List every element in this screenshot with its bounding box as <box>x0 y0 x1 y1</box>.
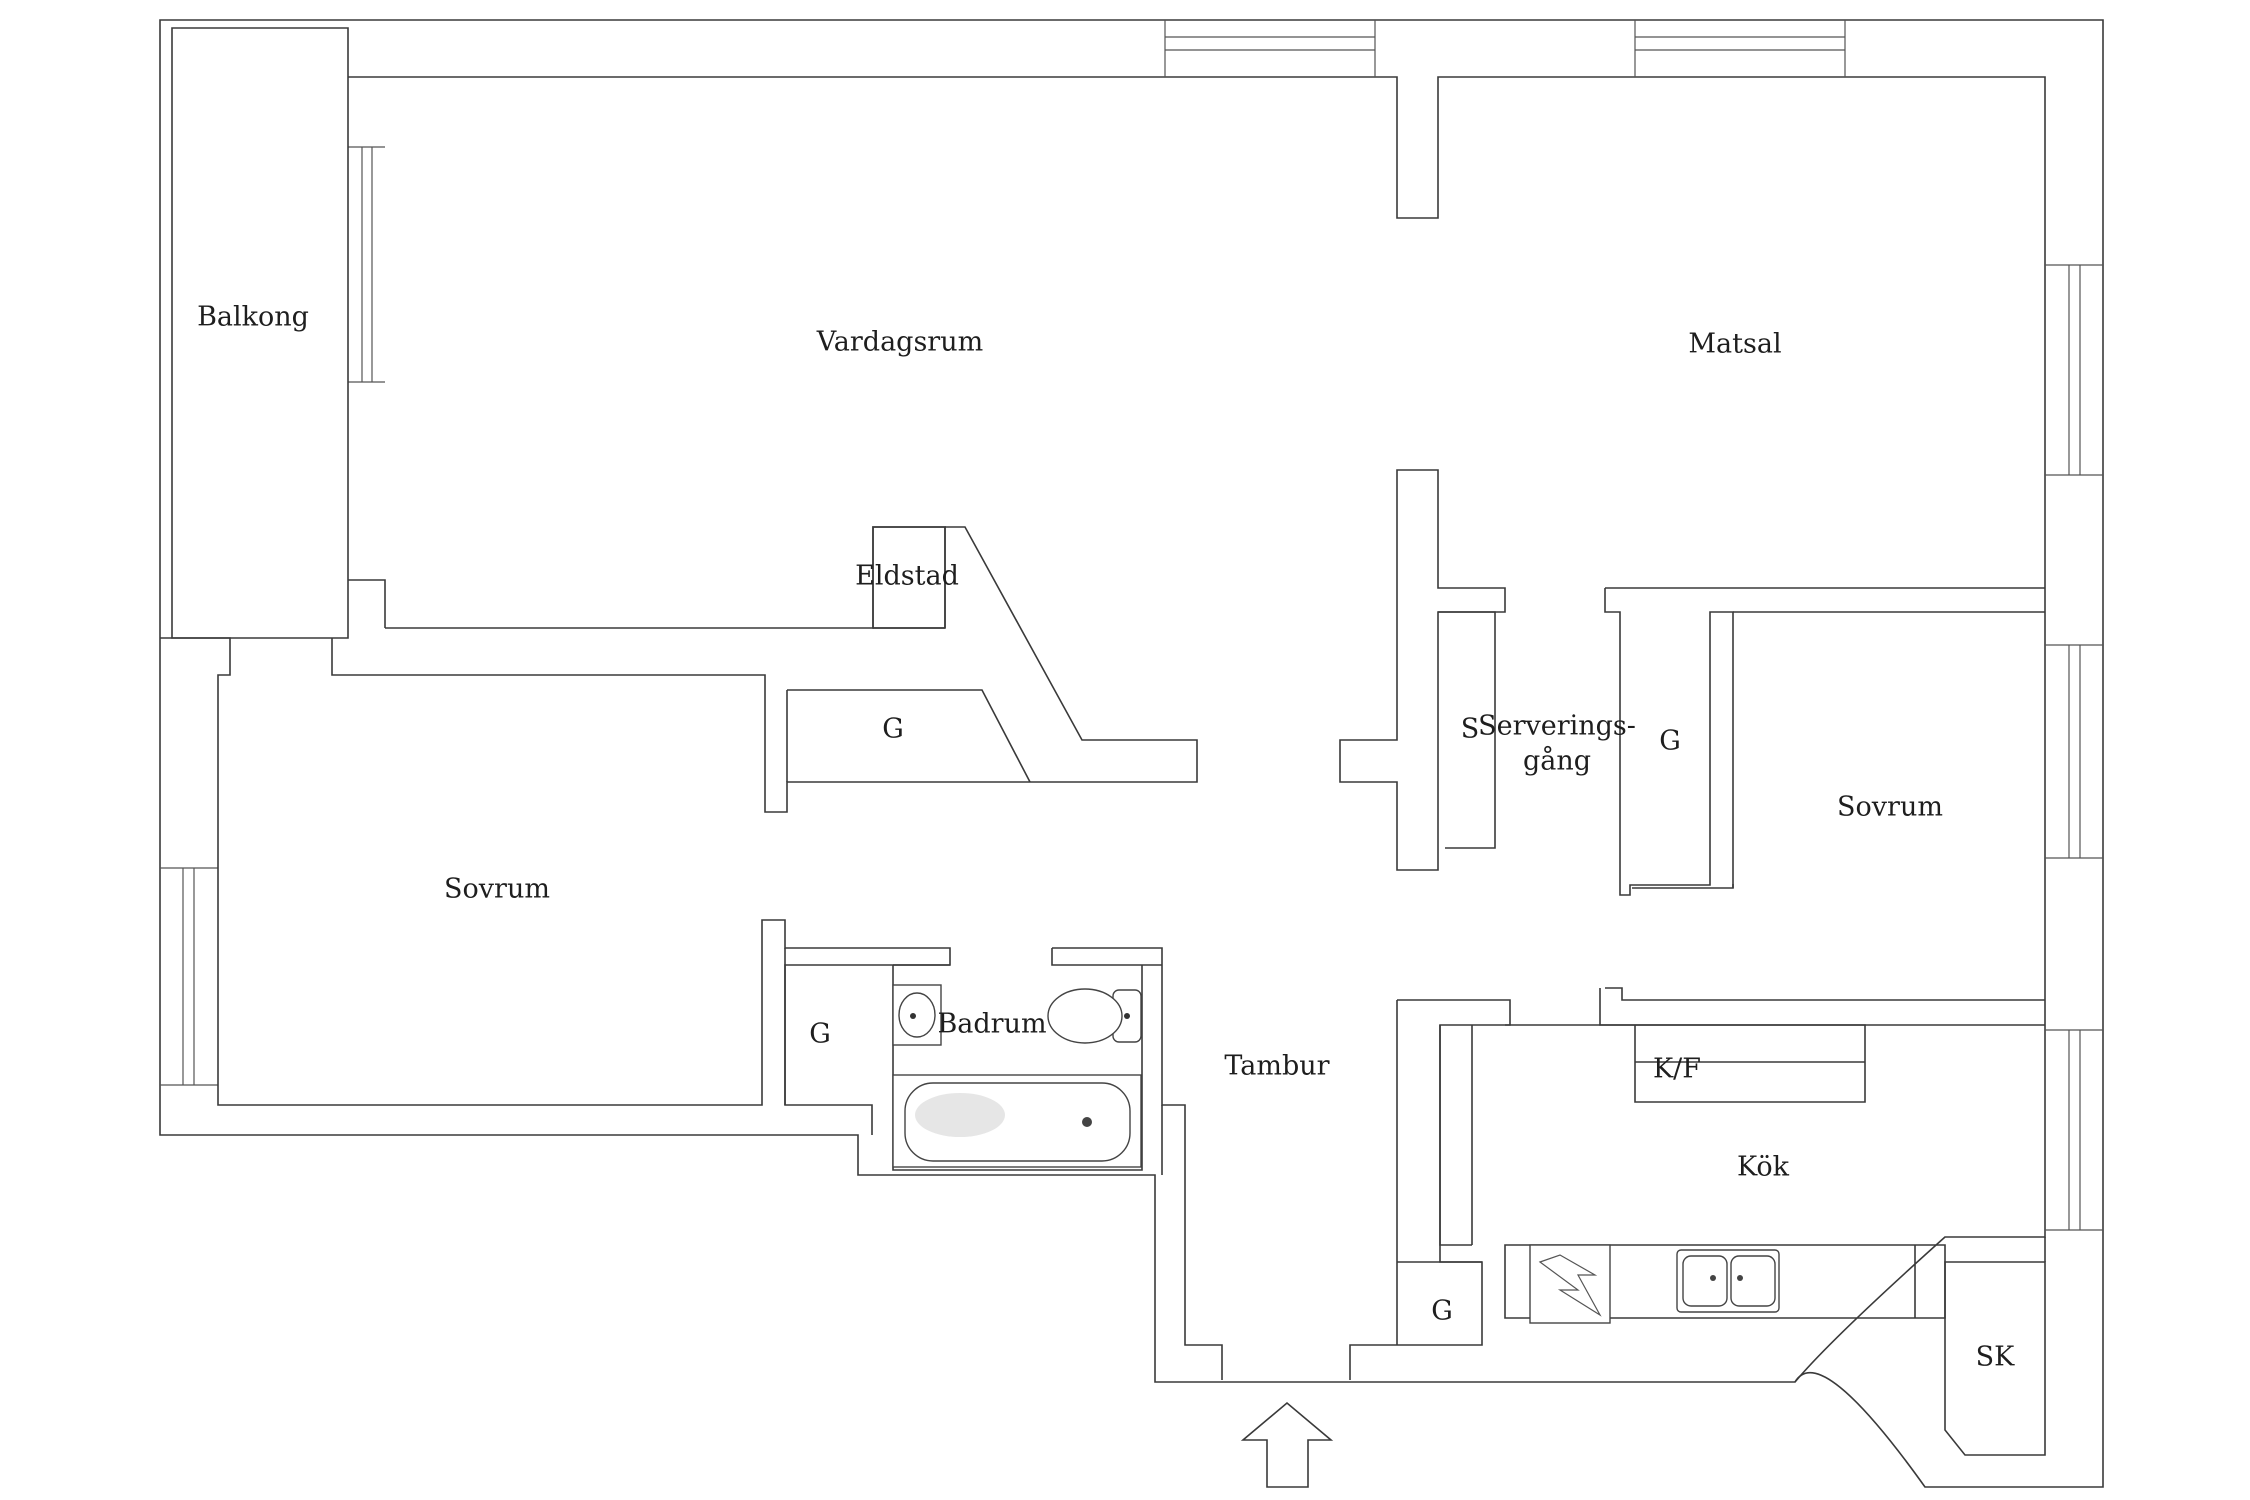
label-bedroom-east: Sovrum <box>1837 792 1943 823</box>
label-kitchen: Kök <box>1737 1152 1790 1183</box>
label-bedroom-west: Sovrum <box>444 874 550 905</box>
label-closet-bedroom-west: G <box>809 1019 831 1050</box>
stove-icon <box>1529 1244 1611 1324</box>
label-bathroom: Badrum <box>937 1009 1046 1040</box>
bathtub-icon <box>892 1074 1142 1168</box>
exterior-walls <box>159 19 2104 1488</box>
label-fireplace: Eldstad <box>855 561 959 592</box>
up-arrow-icon <box>1240 1401 1334 1488</box>
label-closet-serving: G <box>1659 726 1681 757</box>
label-serving-corridor-2: gång <box>1523 745 1591 777</box>
double-sink-icon <box>1676 1249 1780 1313</box>
label-living-room: Vardagsrum <box>816 327 983 358</box>
label-balcony: Balkong <box>197 302 309 333</box>
label-serving-cabinet: S <box>1461 714 1480 745</box>
toilet-icon <box>1047 988 1142 1044</box>
label-serving-corridor-1: Serverings- <box>1478 711 1636 742</box>
balcony <box>171 27 386 639</box>
label-dining-room: Matsal <box>1688 329 1781 360</box>
fireplace-block <box>872 526 946 629</box>
label-vestibule: Tambur <box>1224 1051 1329 1082</box>
label-fridge-freezer: K/F <box>1653 1054 1701 1085</box>
label-closet-fireplace: G <box>882 714 904 745</box>
label-closet-entry: G <box>1431 1296 1453 1327</box>
interior-walls <box>160 469 2046 1456</box>
label-pantry: SK <box>1976 1342 2015 1373</box>
windows <box>160 20 2103 1231</box>
washbasin-icon <box>892 984 942 1046</box>
